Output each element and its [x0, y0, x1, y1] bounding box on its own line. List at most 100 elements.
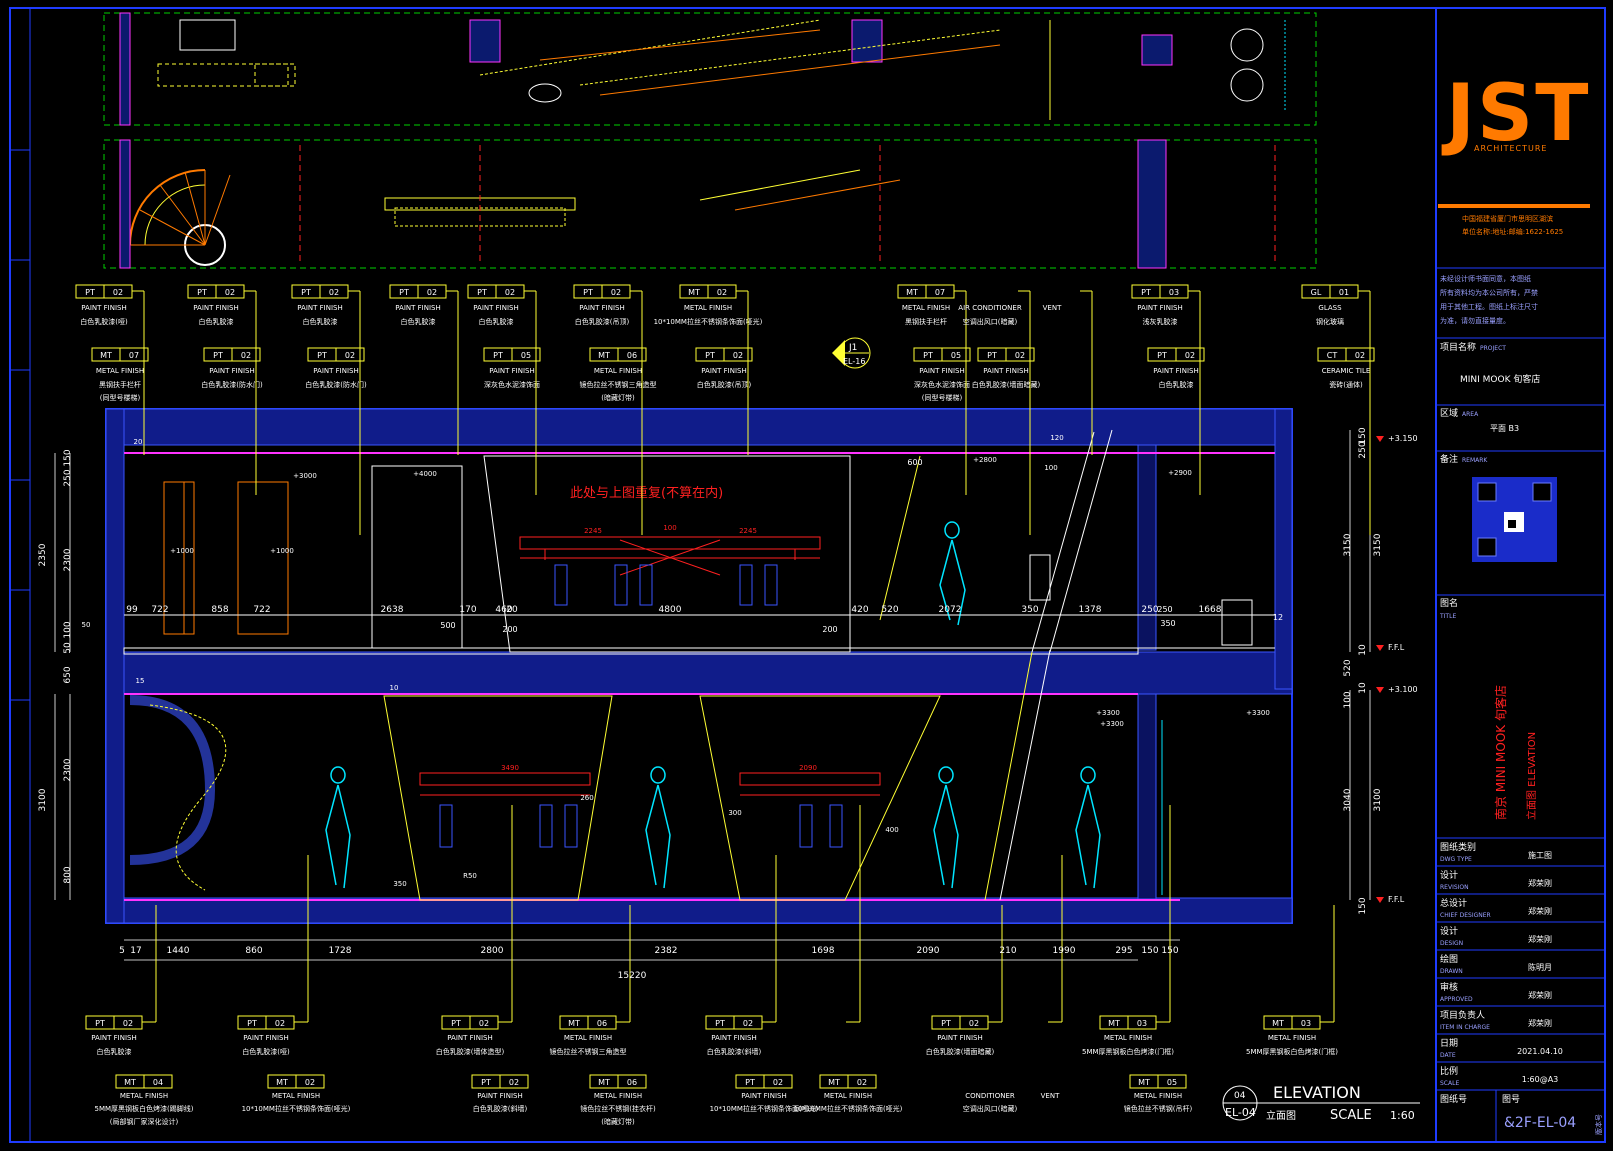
material-code: MT	[124, 1078, 136, 1087]
lower-floor-elements	[129, 649, 1163, 901]
rod-dim-0: 2245	[584, 527, 602, 535]
material-code: PT	[301, 288, 311, 297]
finish-note: 白色乳胶漆	[401, 317, 436, 326]
sheet-frame	[9, 7, 1606, 1143]
tb-row-value: 陈明月	[1528, 962, 1552, 972]
material-number: 02	[611, 288, 621, 297]
caption-scale-value: 1:60	[1390, 1109, 1415, 1122]
overlap-note: 此处与上图重复(不算在内)	[570, 485, 723, 501]
tb-row-sub: CHIEF DESIGNER	[1440, 912, 1491, 919]
material-number: 02	[345, 351, 355, 360]
dim-lower-10: 1990	[1053, 946, 1076, 956]
dim-right-3: 3150	[1373, 533, 1383, 556]
material-number: 01	[1339, 288, 1349, 297]
tb-row-label: 设计	[1440, 869, 1458, 881]
finish-note: 白色乳胶漆(斜墙)	[707, 1047, 762, 1056]
project-label: 项目名称	[1440, 341, 1476, 353]
dim-lower-4: 1728	[329, 946, 352, 956]
title-value-en: 立面图 ELEVATION	[1525, 732, 1538, 820]
tb-row-value: 2021.04.10	[1517, 1047, 1563, 1056]
dim-upper-extra-1: 200	[502, 625, 517, 634]
dim-upper-9: 420	[851, 605, 868, 615]
dim-upper-10: 520	[881, 605, 898, 615]
area-value: 平面 B3	[1490, 424, 1519, 433]
finish-type: METAL FINISH	[564, 1034, 612, 1042]
tb-row-value: 1:60@A3	[1522, 1075, 1559, 1084]
dim-upper-13: 1378	[1079, 605, 1102, 615]
material-number: 02	[717, 288, 727, 297]
material-number: 06	[627, 1078, 637, 1087]
material-code: MT	[906, 288, 918, 297]
dim-right-1: 250	[1358, 441, 1368, 458]
material-number: 05	[951, 351, 961, 360]
finish-note-2b: (同型号楼梯)	[100, 393, 141, 402]
material-number: 02	[305, 1078, 315, 1087]
finish-type: METAL FINISH	[684, 304, 732, 312]
dim-upper-1: 722	[151, 605, 168, 615]
project-sub: PROJECT	[1480, 345, 1506, 352]
note-line-1: 未经设计师书面同意，本图纸	[1440, 274, 1531, 283]
level-markers: +3.150 F.F.L +3.100 F.F.L	[1376, 434, 1418, 904]
spot-label-11: 400	[885, 826, 898, 834]
material-number: 03	[1301, 1019, 1311, 1028]
finish-type-2: PAINT FINISH	[313, 367, 358, 375]
material-code: PT	[941, 1019, 951, 1028]
dim-left-1: 250	[63, 469, 73, 486]
dim-left-7: 800	[63, 866, 73, 883]
material-number: 02	[1185, 351, 1195, 360]
dim-right-7: 100	[1343, 691, 1353, 708]
finish-note: 黑钢扶手栏杆	[905, 317, 947, 326]
finish-type: PAINT FINISH	[473, 304, 518, 312]
tb-row-sub: ITEM IN CHARGE	[1440, 1024, 1490, 1031]
material-code: MT	[598, 1078, 610, 1087]
finish-note-2: 镜色拉丝不锈钢三角造型	[580, 380, 657, 389]
dim-left-6: 2300	[63, 758, 73, 781]
material-number: 03	[1137, 1019, 1147, 1028]
elevation-caption: 04 EL-04 ELEVATION 立面图 SCALE 1:60	[1222, 1083, 1420, 1123]
human-figures	[325, 521, 1101, 889]
material-number: 02	[275, 1019, 285, 1028]
dim-right-10: 150	[1358, 897, 1368, 914]
finish-note: 白色乳胶漆(哑)	[80, 317, 128, 326]
finish-type: AIR CONDITIONER	[958, 304, 1022, 312]
dim-upper-6: 460	[495, 605, 512, 615]
finish-note: 白色乳胶漆	[479, 317, 514, 326]
dim-lower-8: 2090	[917, 946, 940, 956]
material-code: PT	[705, 351, 715, 360]
material-code: MT	[1272, 1019, 1284, 1028]
finish-type-2: PAINT FINISH	[209, 367, 254, 375]
dim-lower-6: 2382	[655, 946, 678, 956]
finish-note-2: 镜色拉丝不锈钢(挂衣杆)	[580, 1104, 656, 1113]
dim-upper-8: 4800	[659, 605, 682, 615]
material-code: PT	[481, 1078, 491, 1087]
rod-dim-2: 2245	[739, 527, 757, 535]
material-number: 06	[627, 351, 637, 360]
tb-row-value: 郑荣刚	[1528, 878, 1552, 888]
spot-label-2: +2800	[973, 456, 997, 464]
dim-right-4: 10	[1358, 644, 1368, 656]
dim-right-2: 3150	[1343, 533, 1353, 556]
brand-underline	[1438, 204, 1590, 208]
finish-note: 空调出风口(暗藏)	[963, 317, 1018, 326]
material-number: 03	[1169, 288, 1179, 297]
finish-type: PAINT FINISH	[243, 1034, 288, 1042]
finish-note-2: 10*10MM拉丝不锈钢条饰面(哑光)	[794, 1104, 903, 1113]
finish-type: PAINT FINISH	[711, 1034, 756, 1042]
finish-type-2: METAL FINISH	[1134, 1092, 1182, 1100]
finish-note: 白色乳胶漆(墙体造型)	[436, 1047, 505, 1056]
dim-left-5: 650	[63, 666, 73, 683]
finish-type-2: VENT	[1041, 1092, 1060, 1100]
dim-upper-extra-6: 250	[1157, 605, 1172, 614]
finish-type: PAINT FINISH	[81, 304, 126, 312]
material-number: 02	[509, 1078, 519, 1087]
